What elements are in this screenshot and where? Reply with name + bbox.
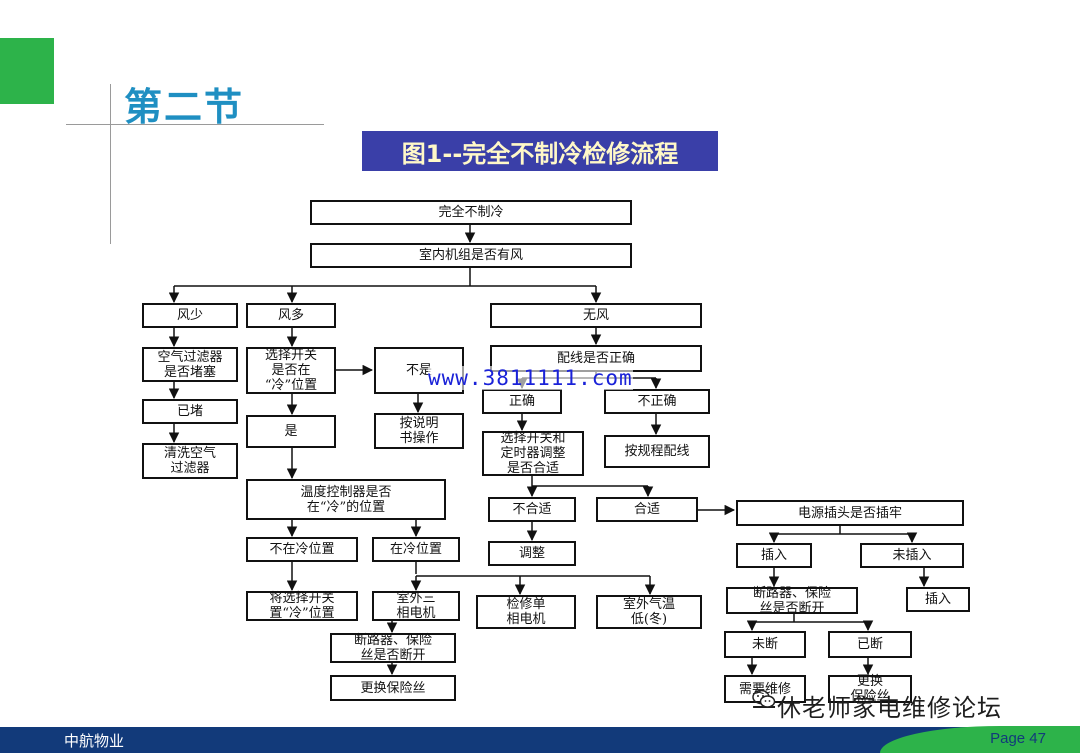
flow-node: 合适 [596, 497, 698, 522]
flow-node: 完全不制冷 [310, 200, 632, 225]
flow-node: 断路器、保险 丝是否断开 [726, 586, 858, 616]
wechat-icon [752, 689, 776, 708]
flow-node: 风多 [246, 303, 336, 328]
flow-node: 室外三 相电机 [372, 591, 460, 621]
flow-node: 更换保险丝 [330, 675, 456, 701]
flow-node: 选择开关和 定时器调整 是否合适 [482, 431, 584, 476]
decor-vertical-line [110, 84, 111, 244]
flow-node: 插入 [736, 543, 812, 568]
website-watermark: www.3811111.com [428, 366, 633, 390]
flow-node: 无风 [490, 303, 702, 328]
flow-node: 选择开关 是否在 “冷”位置 [246, 347, 336, 394]
flow-node: 空气过滤器 是否堵塞 [142, 347, 238, 382]
flow-node: 正确 [482, 389, 562, 414]
flow-node: 将选择开关 置“冷”位置 [246, 591, 358, 621]
diagram-banner-title: 图1--完全不制冷检修流程 [362, 131, 718, 171]
flow-node: 断路器、保险 丝是否断开 [330, 633, 456, 663]
flow-node: 不正确 [604, 389, 710, 414]
flow-node: 按规程配线 [604, 435, 710, 468]
flow-node: 按说明 书操作 [374, 413, 464, 449]
flow-node: 未插入 [860, 543, 964, 568]
forum-watermark: 一休老师家电维修论坛 [752, 688, 1002, 723]
flow-node: 检修单 相电机 [476, 595, 576, 629]
footer-company: 中航物业 [64, 732, 125, 750]
flow-node: 更换 保险丝 [828, 674, 912, 704]
flow-node: 室内机组是否有风 [310, 243, 632, 268]
flowchart: 完全不制冷 室内机组是否有风 风少 风多 无风 空气过滤器 是否堵塞 已堵 清洗… [130, 186, 976, 712]
flow-node: 不在冷位置 [246, 537, 358, 562]
flow-node: 已断 [828, 631, 912, 658]
flow-node: 不合适 [488, 497, 576, 522]
flow-node: 是 [246, 415, 336, 448]
flow-node: 插入 [906, 587, 970, 612]
flow-node: 调整 [488, 541, 576, 566]
flow-node: 在冷位置 [372, 537, 460, 562]
section-title: 第二节 [124, 85, 245, 129]
flow-node: 室外气温 低(冬) [596, 595, 702, 629]
page-number: Page 47 [990, 730, 1046, 747]
flow-node: 清洗空气 过滤器 [142, 443, 238, 479]
accent-square [0, 38, 54, 104]
flow-node: 风少 [142, 303, 238, 328]
forum-name: 一休老师家电维修论坛 [752, 694, 1002, 722]
decor-horizontal-line [66, 124, 324, 125]
flow-node: 电源插头是否插牢 [736, 500, 964, 526]
flow-node: 温度控制器是否 在“冷”的位置 [246, 479, 446, 520]
flow-node: 已堵 [142, 399, 238, 424]
flow-node: 未断 [724, 631, 806, 658]
